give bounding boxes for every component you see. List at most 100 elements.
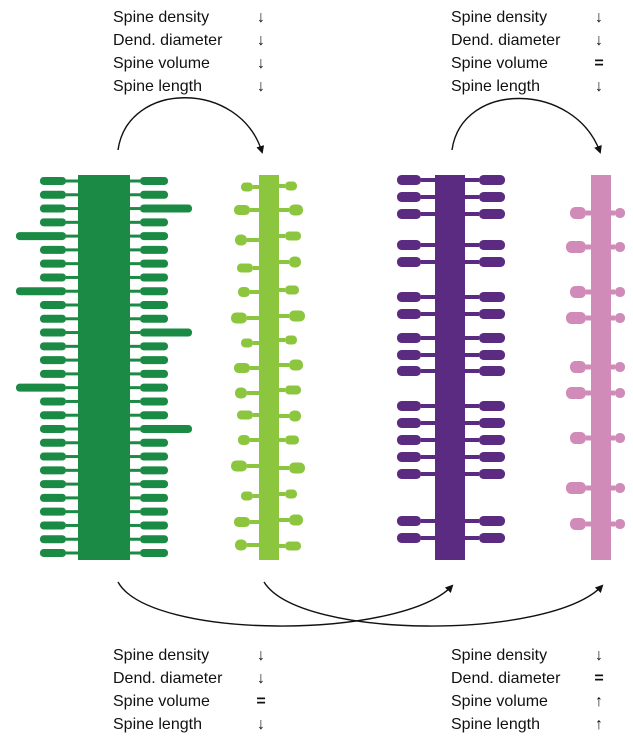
spine-head [40, 370, 66, 378]
spine-head [397, 192, 421, 202]
spine-neck [130, 428, 140, 431]
spine-neck [66, 386, 78, 389]
spine-neck [421, 195, 435, 199]
spine-head [140, 191, 168, 199]
spine-neck [247, 238, 259, 242]
spine-neck [250, 208, 259, 212]
spine-neck [611, 245, 615, 250]
legend-symbol: ↓ [254, 667, 268, 690]
legend-symbol: ↓ [592, 6, 606, 29]
spine-neck [66, 331, 78, 334]
spine-head [397, 175, 421, 185]
spine-neck [130, 193, 140, 196]
spine-head [570, 518, 586, 530]
spine-neck [66, 221, 78, 224]
spine-head [234, 205, 250, 215]
spine-neck [66, 483, 78, 486]
spine-neck [66, 455, 78, 458]
spine-head [285, 286, 299, 295]
spine-head [40, 205, 66, 213]
spine-neck [250, 290, 259, 294]
legend-row-dend-diameter: Dend. diameter= [451, 667, 626, 690]
legend-symbol: = [592, 52, 606, 75]
spine-neck [586, 316, 591, 321]
spine-neck [130, 207, 140, 210]
spine-neck [279, 363, 289, 367]
spine-neck [130, 455, 140, 458]
spine-head [40, 301, 66, 309]
arrow-purple-top [452, 98, 600, 152]
spine-neck [611, 522, 615, 527]
legend-symbol: ↓ [254, 75, 268, 98]
spine-head [140, 329, 192, 337]
dendrite-pink [566, 175, 625, 560]
spine-neck [421, 295, 435, 299]
spine-head [140, 439, 168, 447]
spine-head [566, 241, 586, 253]
spine-neck [130, 304, 140, 307]
spine-head [615, 313, 625, 323]
spine-head [570, 361, 586, 373]
legend-label: Dend. diameter [451, 667, 560, 690]
spine-head [40, 411, 66, 419]
spine-neck [130, 552, 140, 555]
spine-neck [586, 245, 591, 250]
legend-symbol: ↓ [592, 29, 606, 52]
spine-neck [130, 248, 140, 251]
spine-head [397, 516, 421, 526]
legend-label: Spine length [113, 713, 202, 736]
spine-neck [586, 365, 591, 370]
spine-neck [66, 262, 78, 265]
spine-head [615, 242, 625, 252]
spine-head [615, 362, 625, 372]
spine-head [479, 366, 505, 376]
spine-neck [250, 366, 259, 370]
spine-neck [465, 536, 479, 540]
spine-neck [66, 207, 78, 210]
legend-row-dend-diameter: Dend. diameter↓ [113, 667, 288, 690]
spine-head [140, 273, 168, 281]
spine-neck [465, 455, 479, 459]
spine-head [241, 183, 253, 192]
spine-neck [247, 464, 259, 468]
spine-neck [586, 436, 591, 441]
spine-head [479, 175, 505, 185]
spine-head [397, 350, 421, 360]
spine-head [235, 540, 247, 551]
spine-head [285, 542, 301, 551]
spine-head [289, 205, 303, 216]
spine-neck [421, 455, 435, 459]
spine-neck [611, 211, 615, 216]
spine-head [234, 363, 250, 373]
spine-head [40, 494, 66, 502]
dendrite-dark-green [16, 175, 192, 560]
spine-head [570, 432, 586, 444]
spine-head [40, 466, 66, 474]
spine-neck [586, 486, 591, 491]
spine-head [140, 342, 168, 350]
spine-head [40, 397, 66, 405]
spine-head [479, 257, 505, 267]
spine-head [234, 517, 250, 527]
legend-label: Spine density [113, 644, 209, 667]
spine-neck [586, 391, 591, 396]
spine-head [40, 480, 66, 488]
spine-neck [421, 336, 435, 340]
legend-symbol: ↓ [592, 75, 606, 98]
spine-neck [66, 510, 78, 513]
spine-neck [279, 260, 289, 264]
legend-row-spine-density: Spine density↓ [451, 644, 626, 667]
spine-neck [421, 178, 435, 182]
spine-neck [130, 262, 140, 265]
spine-neck [279, 544, 285, 548]
spine-head [479, 333, 505, 343]
spine-neck [421, 519, 435, 523]
spine-head [16, 287, 66, 295]
spine-neck [250, 438, 259, 442]
spine-head [285, 336, 297, 345]
spine-neck [465, 353, 479, 357]
spine-neck [253, 341, 259, 345]
spine-neck [465, 369, 479, 373]
spine-neck [279, 338, 285, 342]
